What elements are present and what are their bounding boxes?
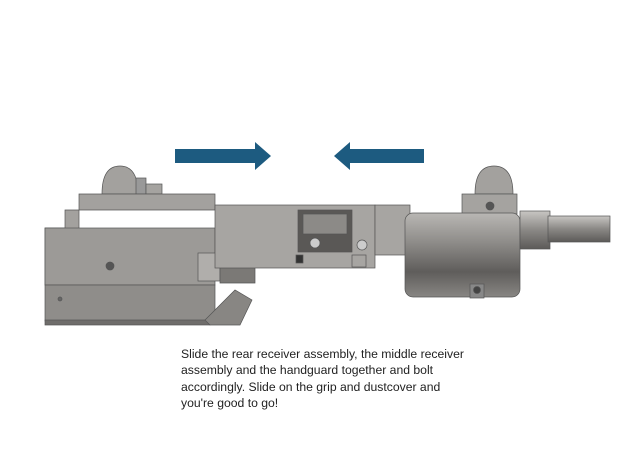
rear-receiver-assembly	[44, 165, 256, 326]
instruction-caption: Slide the rear receiver assembly, the mi…	[181, 347, 464, 410]
handguard-assembly	[374, 165, 611, 299]
middle-receiver-assembly	[214, 204, 376, 269]
arrow-right-icon	[175, 142, 271, 170]
arrow-left-icon	[334, 142, 424, 170]
